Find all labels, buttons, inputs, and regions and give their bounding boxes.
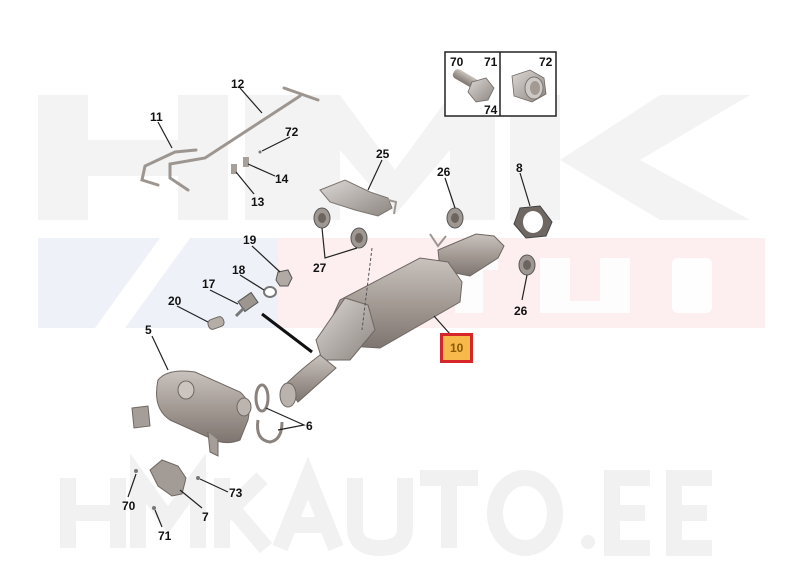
- part-17-sensor: [234, 291, 259, 318]
- callout-25[interactable]: 25: [376, 147, 390, 161]
- part-19-nut: [275, 269, 293, 287]
- part-6-clamp: [254, 383, 284, 444]
- part-27-rubber-mount: [313, 207, 368, 249]
- callout-26-bottom[interactable]: 26: [514, 304, 528, 318]
- part-72-nut: [258, 150, 262, 154]
- callout-13[interactable]: 13: [251, 195, 265, 209]
- callout-11[interactable]: 11: [150, 110, 163, 124]
- inset-label-74: 74: [484, 103, 498, 117]
- inset-box: [444, 51, 557, 117]
- leader-lines: [127, 87, 531, 528]
- callout-7[interactable]: 7: [202, 510, 209, 524]
- part-70-bolt: [134, 469, 138, 473]
- callout-20[interactable]: 20: [168, 294, 182, 308]
- inset-label-70: 70: [450, 55, 464, 69]
- callout-5[interactable]: 5: [145, 323, 152, 337]
- callout-10-highlighted[interactable]: 10: [440, 333, 474, 363]
- callout-19[interactable]: 19: [243, 233, 257, 247]
- callout-18[interactable]: 18: [232, 263, 246, 277]
- nut-icon: [511, 69, 547, 103]
- callout-12[interactable]: 12: [231, 77, 245, 91]
- callout-70[interactable]: 70: [122, 499, 136, 513]
- part-8-gasket: [513, 205, 553, 239]
- part-7-bracket: [149, 459, 187, 497]
- part-5-catalytic-converter: [131, 370, 252, 457]
- watermark-auto-slash: [95, 238, 190, 328]
- callout-26-top[interactable]: 26: [437, 165, 451, 179]
- part-20-sleeve: [207, 316, 225, 330]
- part-14-clip: [243, 157, 249, 167]
- part-10-particulate-filter: [315, 233, 505, 361]
- inset-label-71: 71: [484, 55, 498, 69]
- part-13-clip: [231, 164, 237, 174]
- callout-14[interactable]: 14: [275, 172, 289, 186]
- callout-27[interactable]: 27: [313, 261, 327, 275]
- part-11-pipe: [140, 148, 198, 187]
- sensor-pointer: [261, 312, 313, 354]
- part-18-washer: [263, 286, 277, 298]
- callout-17[interactable]: 17: [202, 277, 216, 291]
- inset-label-72: 72: [539, 55, 553, 69]
- part-12-pipe: [168, 86, 320, 192]
- callout-73[interactable]: 73: [229, 486, 243, 500]
- part-26-rubber-mount: [446, 207, 536, 276]
- flex-pipe: [279, 354, 337, 408]
- watermark-bottom-text: [60, 453, 712, 557]
- callout-6[interactable]: 6: [306, 419, 313, 433]
- callout-71[interactable]: 71: [158, 529, 172, 543]
- part-25-bracket: [319, 179, 398, 217]
- callout-72[interactable]: 72: [285, 125, 299, 139]
- part-71-bolt: [152, 506, 156, 510]
- callout-8[interactable]: 8: [516, 161, 523, 175]
- bolt-icon: [452, 69, 495, 103]
- part-73-bolt: [196, 476, 200, 480]
